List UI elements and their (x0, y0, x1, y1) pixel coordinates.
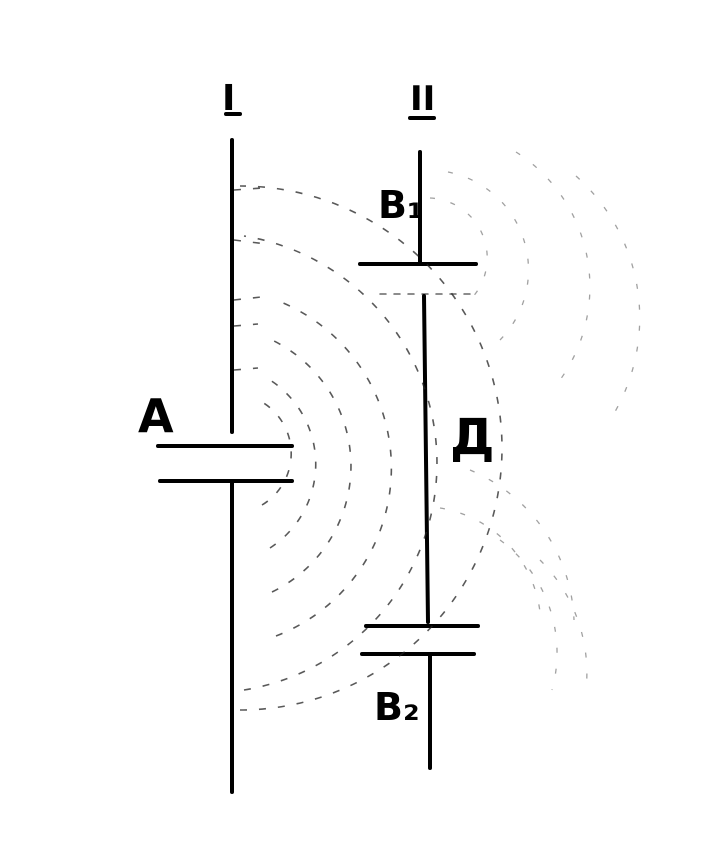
source-slit-a: A (138, 389, 294, 483)
screen-1-tick (233, 239, 267, 245)
slit-b1: B₁ (358, 183, 478, 295)
wavefronts-from-b1 (429, 151, 641, 421)
wavefront-b2-3 (499, 539, 558, 691)
wavefront-a-5 (243, 235, 438, 691)
screen-1-tick (233, 367, 259, 371)
wavefront-b1-3 (515, 151, 591, 381)
screen-2: II (408, 79, 436, 770)
wavefront-b2-2 (469, 469, 575, 621)
wavefronts-from-a (239, 185, 503, 711)
screen-1: I (222, 78, 242, 794)
wavefront-a-3 (271, 339, 352, 593)
slit-b1-label: B₁ (378, 183, 424, 227)
screen-1-ticks (233, 187, 271, 371)
screen-2-label: II (410, 79, 435, 119)
screen-1-label: I (222, 78, 235, 119)
wavefront-b1-4 (575, 175, 641, 421)
point-label: Д (450, 408, 495, 466)
wavefront-b2-4 (539, 559, 588, 691)
wavefronts-from-b2 (439, 469, 588, 691)
slit-b2-label: B₂ (374, 685, 420, 729)
wavefront-b1-2 (447, 171, 530, 341)
slit-b2: B₂ (360, 624, 480, 729)
screen-1-tick (233, 295, 271, 301)
source-label: A (138, 389, 174, 443)
screen-1-tick (233, 323, 259, 327)
wavefront-a-4 (275, 299, 393, 637)
wavefront-a-1 (261, 401, 293, 506)
screen-1-tick (233, 187, 263, 191)
screen-2-middle-wall (422, 294, 430, 624)
wavefront-a-2 (269, 379, 317, 549)
wavefront-b1-1 (429, 197, 488, 301)
